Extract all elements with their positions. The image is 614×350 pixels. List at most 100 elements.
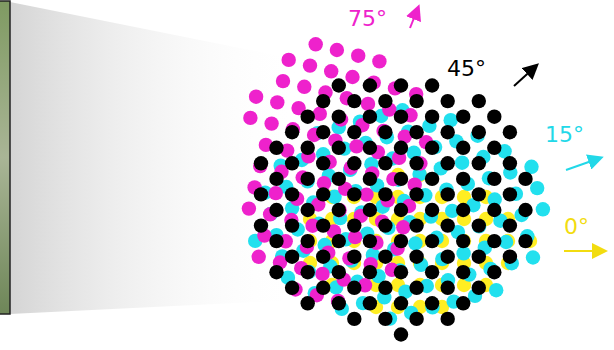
halftone-dot — [363, 203, 377, 217]
halftone-dot — [425, 78, 439, 92]
halftone-dot — [347, 250, 361, 264]
halftone-dot — [487, 203, 501, 217]
halftone-dots — [242, 37, 550, 342]
halftone-dot — [518, 203, 532, 217]
halftone-dot — [409, 250, 423, 264]
halftone-dot — [316, 94, 330, 108]
angle-label: 45° — [447, 58, 486, 80]
halftone-dot — [441, 125, 455, 139]
halftone-dot — [347, 125, 361, 139]
halftone-dot — [316, 281, 330, 295]
halftone-dot — [409, 187, 423, 201]
halftone-dot — [363, 78, 377, 92]
halftone-dot — [472, 187, 486, 201]
halftone-dot — [301, 141, 315, 155]
halftone-dot — [394, 141, 408, 155]
halftone-dot — [264, 116, 278, 130]
halftone-dot — [378, 94, 392, 108]
halftone-dot — [456, 234, 470, 248]
halftone-dot — [254, 218, 268, 232]
halftone-dot — [301, 172, 315, 186]
halftone-dot — [363, 110, 377, 124]
halftone-dot — [372, 54, 386, 68]
halftone-dot — [503, 218, 517, 232]
halftone-dot — [378, 250, 392, 264]
halftone-dot — [409, 156, 423, 170]
halftone-dot — [394, 265, 408, 279]
halftone-dot — [408, 236, 422, 250]
halftone-dot — [378, 187, 392, 201]
halftone-dot — [409, 218, 423, 232]
halftone-dot — [456, 246, 470, 260]
halftone-dot — [269, 203, 283, 217]
halftone-dot — [332, 172, 346, 186]
halftone-dot — [347, 281, 361, 295]
angle-arrow — [514, 66, 536, 86]
halftone-dot — [361, 97, 375, 111]
halftone-dot — [472, 250, 486, 264]
halftone-dot — [456, 296, 470, 310]
halftone-dot — [363, 265, 377, 279]
halftone-dot — [349, 139, 363, 153]
halftone-dot — [269, 172, 283, 186]
halftone-dot — [441, 281, 455, 295]
halftone-dot — [363, 234, 377, 248]
halftone-dot — [269, 141, 283, 155]
halftone-dot — [316, 125, 330, 139]
halftone-dot — [315, 267, 329, 281]
halftone-dot — [394, 203, 408, 217]
halftone-dot — [249, 90, 263, 104]
halftone-dot — [332, 78, 346, 92]
halftone-dot — [301, 265, 315, 279]
halftone-dot — [309, 37, 323, 51]
halftone-dot — [378, 281, 392, 295]
halftone-dot — [441, 312, 455, 326]
halftone-dot — [409, 125, 423, 139]
halftone-dot — [472, 156, 486, 170]
halftone-dot — [301, 203, 315, 217]
halftone-dot — [330, 43, 344, 57]
halftone-dot — [347, 218, 361, 232]
halftone-dot — [487, 265, 501, 279]
halftone-dot — [285, 187, 299, 201]
halftone-dot — [456, 203, 470, 217]
halftone-dot — [324, 64, 338, 78]
halftone-dot — [316, 156, 330, 170]
halftone-dot — [269, 265, 283, 279]
halftone-dot — [472, 94, 486, 108]
halftone-dot — [332, 141, 346, 155]
halftone-dot — [456, 265, 470, 279]
halftone-dot — [518, 172, 532, 186]
halftone-dot — [503, 156, 517, 170]
halftone-dot — [456, 141, 470, 155]
halftone-dot — [301, 296, 315, 310]
halftone-dot — [378, 156, 392, 170]
halftone-dot — [363, 296, 377, 310]
halftone-dot — [285, 250, 299, 264]
halftone-dot — [282, 53, 296, 67]
halftone-dot — [301, 234, 315, 248]
halftone-dot — [455, 156, 469, 170]
halftone-dot — [472, 219, 486, 233]
halftone-dot — [316, 250, 330, 264]
halftone-dot — [345, 70, 359, 84]
halftone-dot — [503, 125, 517, 139]
angle-label: 15° — [545, 124, 584, 146]
halftone-dot — [472, 218, 486, 232]
halftone-dot — [332, 265, 346, 279]
halftone-dot — [425, 203, 439, 217]
halftone-dot — [457, 234, 471, 248]
halftone-dot — [301, 110, 315, 124]
halftone-dot — [347, 94, 361, 108]
halftone-dot — [441, 156, 455, 170]
halftone-dot — [441, 250, 455, 264]
halftone-dot — [347, 312, 361, 326]
halftone-dot — [285, 125, 299, 139]
projection-beam — [10, 2, 300, 314]
halftone-dot — [487, 172, 501, 186]
halftone-dot — [487, 141, 501, 155]
halftone-dot — [269, 234, 283, 248]
halftone-dot — [503, 187, 517, 201]
